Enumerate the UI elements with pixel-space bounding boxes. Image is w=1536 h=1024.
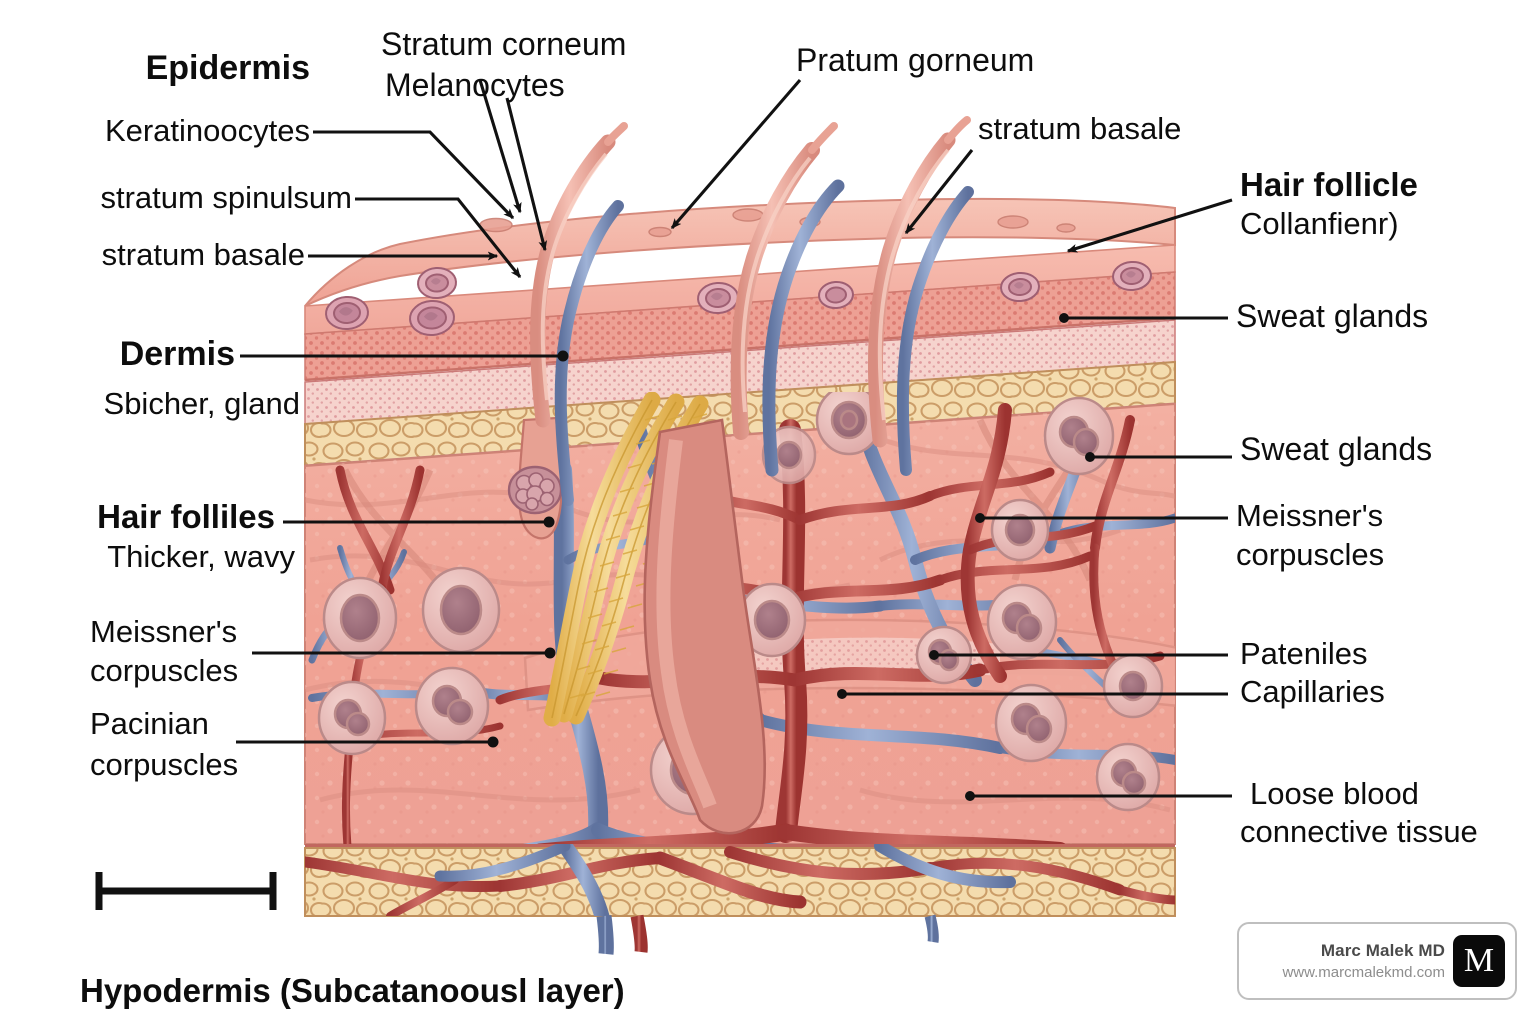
label-pateniles: Pateniles bbox=[1240, 636, 1368, 671]
hair-shafts bbox=[530, 116, 974, 506]
label-stratum-corneum: Stratum corneum bbox=[381, 26, 627, 62]
label-meissner-right-line1: Meissner's bbox=[1236, 498, 1384, 533]
label-meissner-left-line2: corpuscles bbox=[90, 653, 239, 688]
label-capillaries: Capillaries bbox=[1240, 674, 1385, 709]
watermark-text: Marc Malek MD www.marcmalekmd.com bbox=[1282, 941, 1445, 981]
label-hair-folliles: Hair folliles bbox=[97, 498, 275, 535]
watermark-card: Marc Malek MD www.marcmalekmd.com M bbox=[1237, 922, 1517, 1000]
label-hair-folliles-sub: Thicker, wavy bbox=[107, 539, 295, 574]
label-epidermis: Epidermis bbox=[145, 49, 310, 87]
label-stratum-basale-top: stratum basale bbox=[978, 111, 1182, 146]
label-hair-follicle-sub: Collanfienr) bbox=[1240, 206, 1399, 241]
label-pacinian-left-line1: Pacinian bbox=[90, 706, 209, 741]
watermark-url: www.marcmalekmd.com bbox=[1282, 964, 1445, 981]
label-stratum-basale: stratum basale bbox=[101, 237, 305, 272]
label-meissner-left-line1: Meissner's bbox=[90, 614, 238, 649]
label-pacinian-left-line2: corpuscles bbox=[90, 747, 239, 782]
label-loose-tissue-line1: Loose blood bbox=[1250, 776, 1419, 811]
vessels-below-block bbox=[596, 914, 939, 955]
sebaceous-gland bbox=[507, 465, 563, 515]
label-sweat-glands-lower: Sweat glands bbox=[1240, 431, 1433, 467]
scale-bar bbox=[95, 872, 277, 910]
label-hair-follicle: Hair follicle bbox=[1240, 166, 1418, 203]
epidermal-gland-coils bbox=[325, 260, 1152, 337]
label-stratum-spinulsum: stratum spinulsum bbox=[100, 180, 352, 215]
label-loose-tissue-line2: connective tissue bbox=[1240, 814, 1478, 849]
label-hypodermis: Hypodermis (Subcatanoousl layer) bbox=[80, 972, 625, 1009]
label-melanocytes: Melanocytes bbox=[385, 67, 565, 103]
hypodermis-vessels bbox=[305, 844, 1175, 916]
watermark-logo-icon: M bbox=[1453, 935, 1505, 987]
label-dermis-sub: Sbicher, gland bbox=[103, 386, 300, 421]
leader-dots bbox=[487, 313, 1095, 801]
label-meissner-right-line2: corpuscles bbox=[1236, 537, 1385, 572]
watermark-name: Marc Malek MD bbox=[1320, 941, 1445, 960]
label-dermis: Dermis bbox=[119, 335, 235, 373]
label-sweat-glands-upper: Sweat glands bbox=[1236, 298, 1429, 334]
label-keratinocytes: Keratinoocytes bbox=[104, 113, 310, 148]
label-pratum-gorneum: Pratum gorneum bbox=[796, 42, 1035, 78]
